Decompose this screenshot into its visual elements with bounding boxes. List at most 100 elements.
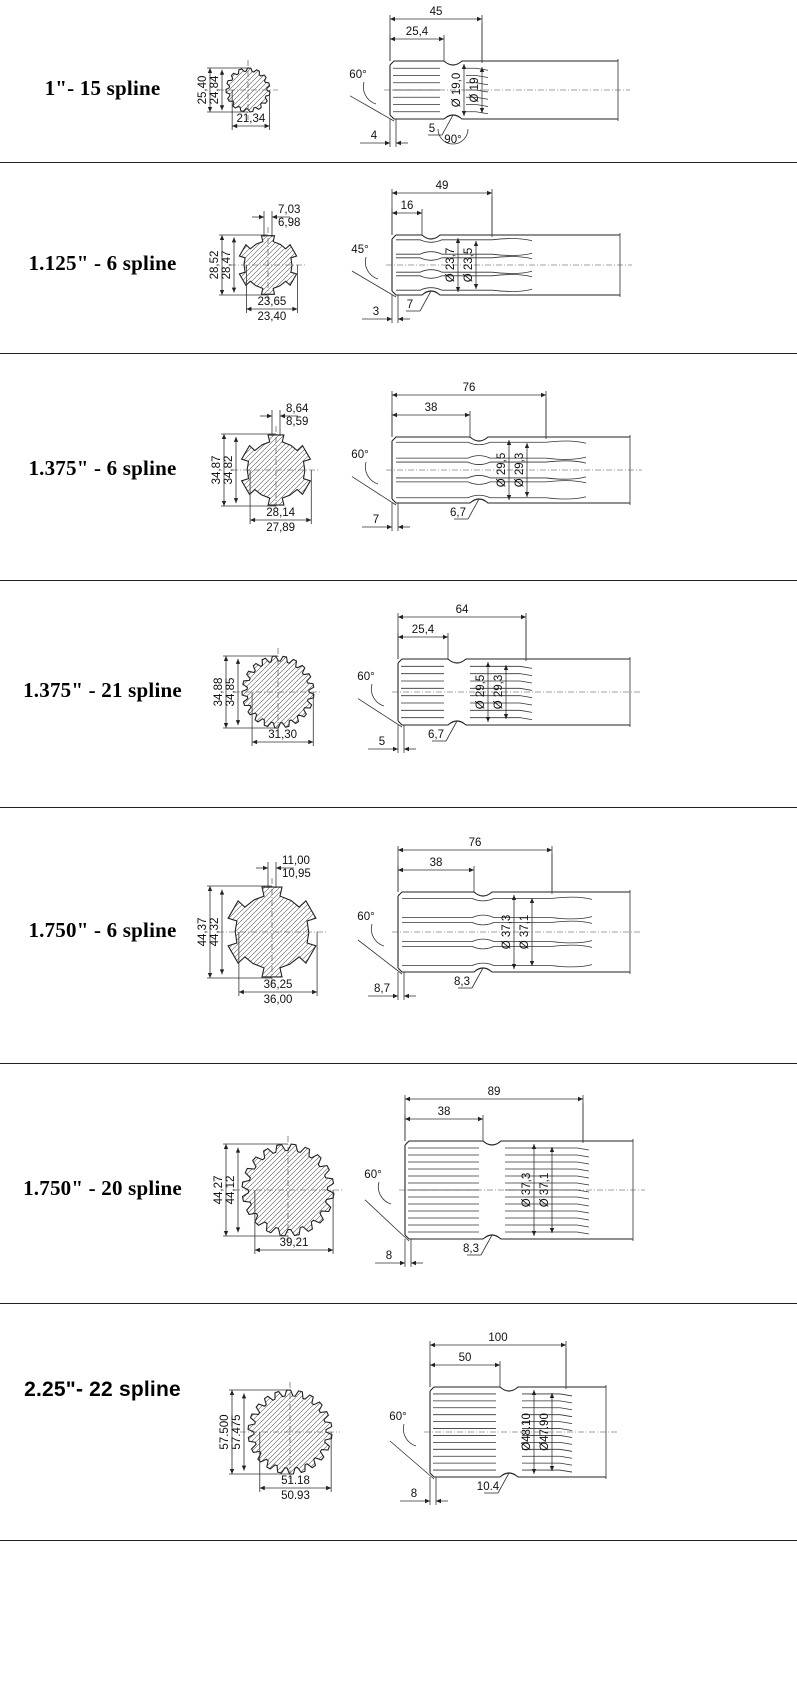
arrowhead <box>404 746 409 752</box>
arrowhead <box>235 720 241 726</box>
dimension-text: 89 <box>488 1086 501 1098</box>
spline-tooth <box>505 1203 590 1207</box>
hatch-line <box>242 1144 313 1236</box>
hatch-line <box>239 235 279 295</box>
dimension-text: Ø48.10 <box>521 1413 533 1451</box>
spline-key <box>396 440 587 446</box>
dimension-text: 60° <box>351 449 368 461</box>
arrowhead <box>219 969 225 975</box>
hatch-line <box>226 68 262 112</box>
arrowhead <box>221 434 227 439</box>
spline-key <box>396 460 587 465</box>
dimension-text: Ø 23,7 <box>445 248 457 283</box>
arrowhead <box>417 210 422 216</box>
spline-key <box>396 251 533 256</box>
hatch-line <box>298 1390 332 1474</box>
hatch-line <box>288 887 316 977</box>
arrowhead <box>207 973 213 978</box>
hatch-line <box>297 434 311 506</box>
arrowhead <box>308 739 314 745</box>
dimension-text: Ø 29,5 <box>496 453 508 488</box>
dimension-text: 6,98 <box>278 217 300 229</box>
spline-profile <box>227 886 317 978</box>
dimension-text: 8,59 <box>286 416 308 428</box>
arrowhead <box>390 36 395 42</box>
spline-size-label: 2.25"- 22 spline <box>24 1378 181 1401</box>
arrowhead <box>443 634 448 640</box>
arrowhead <box>267 413 272 419</box>
spline-tooth <box>470 695 533 699</box>
spline-key <box>396 455 587 460</box>
dimension-line <box>419 290 432 312</box>
arrowhead <box>231 287 237 293</box>
hatch-line <box>248 1390 332 1474</box>
hatch-line <box>242 1144 283 1236</box>
arrowhead <box>485 662 491 667</box>
arrowhead <box>549 1147 555 1152</box>
dimension-text: 31,30 <box>268 729 297 741</box>
angle-arc <box>377 1181 392 1205</box>
spline-spec-row: 1"- 15 spline <box>0 0 797 162</box>
spline-tooth <box>522 1428 573 1431</box>
spline-tooth <box>466 96 489 100</box>
dimension-text: 7 <box>373 514 379 526</box>
arrowhead <box>392 190 397 196</box>
arrowhead <box>473 284 479 289</box>
spline-key <box>402 896 593 902</box>
hatch-line <box>258 887 316 977</box>
hatch-line <box>242 1144 258 1236</box>
hatch-line <box>299 656 314 728</box>
dimension-text: Ø 29,5 <box>475 675 487 710</box>
spline-key <box>396 256 533 261</box>
arrowhead <box>405 1116 410 1122</box>
arrowhead <box>439 36 444 42</box>
arrowhead <box>306 517 312 523</box>
hatch-line <box>261 68 270 112</box>
hatch-line <box>274 1144 334 1236</box>
hatch-line <box>226 68 247 112</box>
arrowhead <box>207 68 213 73</box>
arrowhead <box>503 665 509 670</box>
spline-tooth <box>466 75 489 78</box>
spline-tooth <box>470 673 533 677</box>
spline-tooth <box>505 1196 590 1200</box>
dimension-text: 24,84 <box>209 75 221 104</box>
spline-tooth <box>522 1414 573 1418</box>
dimension-text: 28,52 <box>209 251 221 280</box>
arrowhead <box>531 1144 537 1149</box>
spline-tooth <box>505 1147 590 1151</box>
arrowhead <box>264 123 270 129</box>
arrowhead <box>411 1260 416 1266</box>
dimension-text: 7,03 <box>278 204 300 216</box>
spline-spec-row: 2.25"- 22 spline <box>0 1303 797 1540</box>
dimension-line <box>364 1199 410 1242</box>
spline-tooth <box>505 1175 590 1179</box>
hatch-line <box>273 887 316 977</box>
hatch-line <box>242 656 273 728</box>
arrowhead <box>292 306 298 312</box>
hatch-line <box>267 235 297 295</box>
dimension-text: 49 <box>436 180 449 192</box>
arrowhead <box>272 214 277 220</box>
arrowhead <box>328 1247 334 1253</box>
arrowhead <box>238 989 244 995</box>
dimension-text: 4 <box>371 130 378 142</box>
hatch-line <box>298 887 316 977</box>
dimension-text: 16 <box>401 200 414 212</box>
arrowhead <box>312 989 318 995</box>
dimension-line <box>351 270 397 298</box>
dimension-text: 44,37 <box>197 918 209 947</box>
row-divider <box>0 580 797 581</box>
row-divider <box>0 162 797 163</box>
arrowhead <box>223 1144 229 1149</box>
spline-profile <box>225 67 271 113</box>
spline-tooth <box>505 1182 590 1186</box>
hatch-line <box>241 434 276 506</box>
hatch-line <box>298 235 358 295</box>
arrowhead <box>511 964 517 969</box>
arrowhead <box>235 1227 241 1233</box>
angle-arc <box>370 683 385 707</box>
